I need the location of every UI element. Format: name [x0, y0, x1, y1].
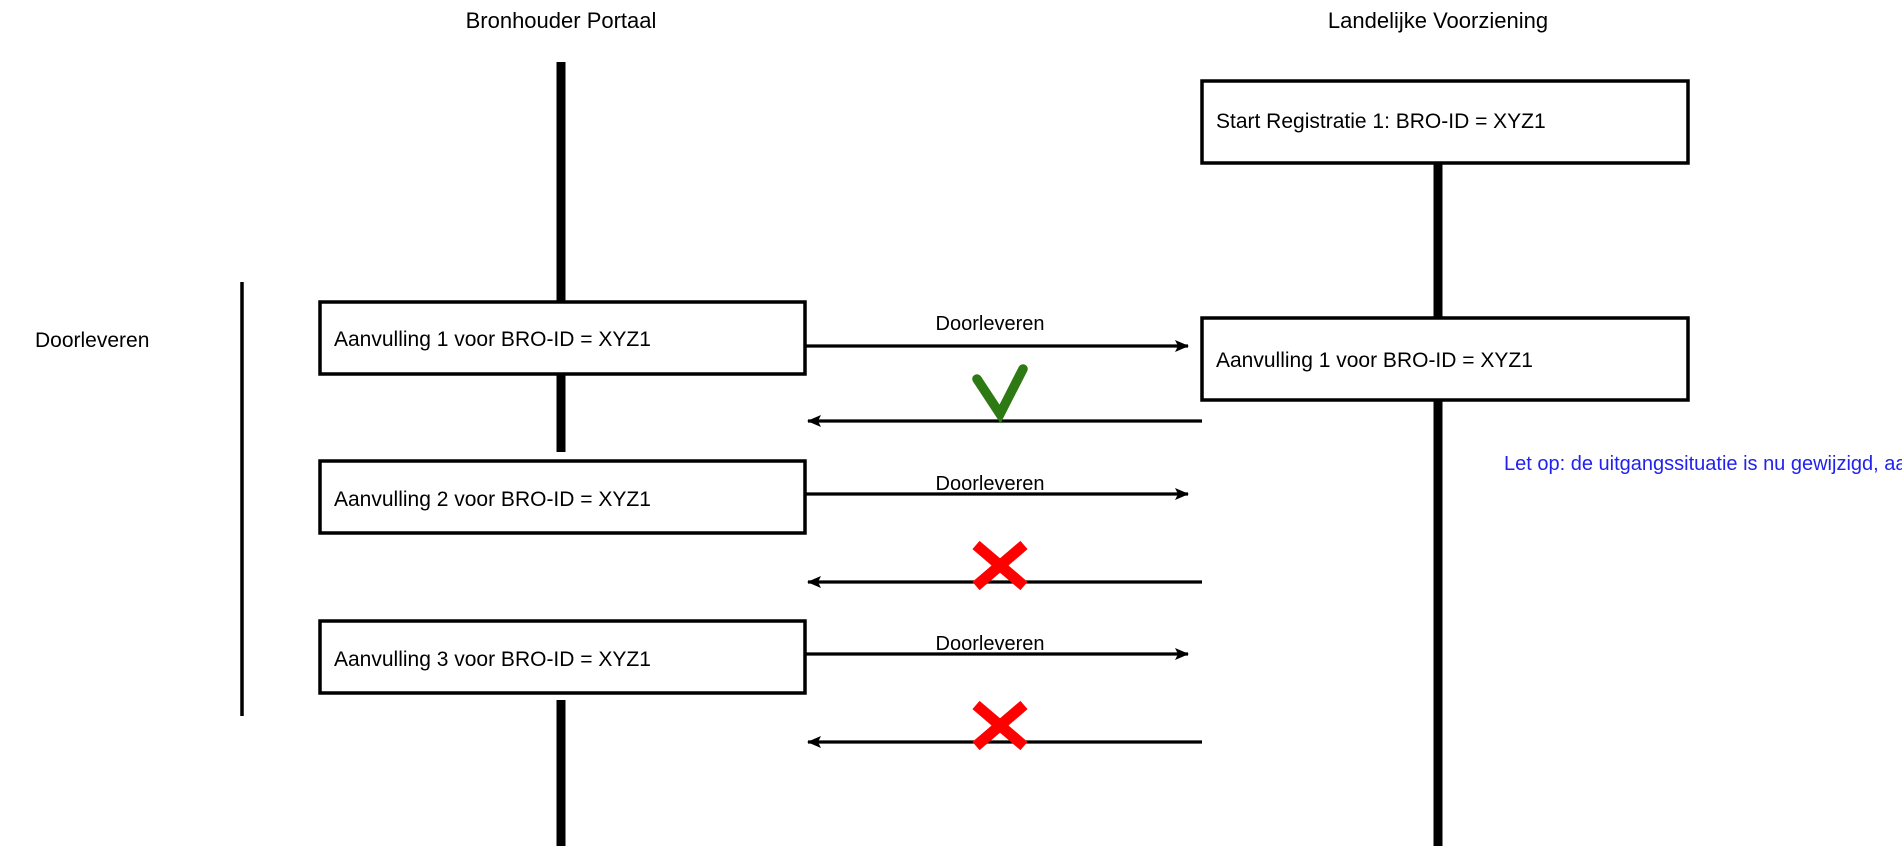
box-start-registratie — [1200, 79, 1690, 165]
lifeline-title-left: Bronhouder Portaal — [465, 8, 657, 33]
message-label-1: Doorleveren — [935, 313, 1045, 335]
message-label-3: Doorleveren — [935, 633, 1045, 655]
box-label-aanvulling-3-left: Aanvulling 3 voor BRO-ID = XYZ1 — [334, 648, 651, 671]
box-label-aanvulling-1-left: Aanvulling 1 voor BRO-ID = XYZ1 — [334, 328, 651, 351]
box-aanvulling-2-left — [318, 459, 807, 535]
lifeline-title-right: Landelijke Voorziening — [1327, 8, 1549, 33]
box-label-aanvulling-2-left: Aanvulling 2 voor BRO-ID = XYZ1 — [334, 488, 651, 511]
box-label-start-registratie: Start Registratie 1: BRO-ID = XYZ1 — [1216, 110, 1546, 133]
box-label-aanvulling-1-right: Aanvulling 1 voor BRO-ID = XYZ1 — [1216, 349, 1533, 372]
failure-cross-icon-2 — [972, 700, 1028, 751]
box-aanvulling-3-left — [318, 619, 807, 695]
box-aanvulling-1-left — [318, 300, 807, 376]
note-conflict-warning: Let op: de uitgangssituatie is nu gewijz… — [1504, 453, 1902, 475]
group-label-doorleveren: Doorleveren — [35, 329, 150, 352]
message-label-2: Doorleveren — [935, 473, 1045, 495]
success-check-icon — [972, 364, 1028, 424]
failure-cross-icon-1 — [972, 540, 1028, 591]
box-aanvulling-1-right — [1200, 316, 1690, 402]
